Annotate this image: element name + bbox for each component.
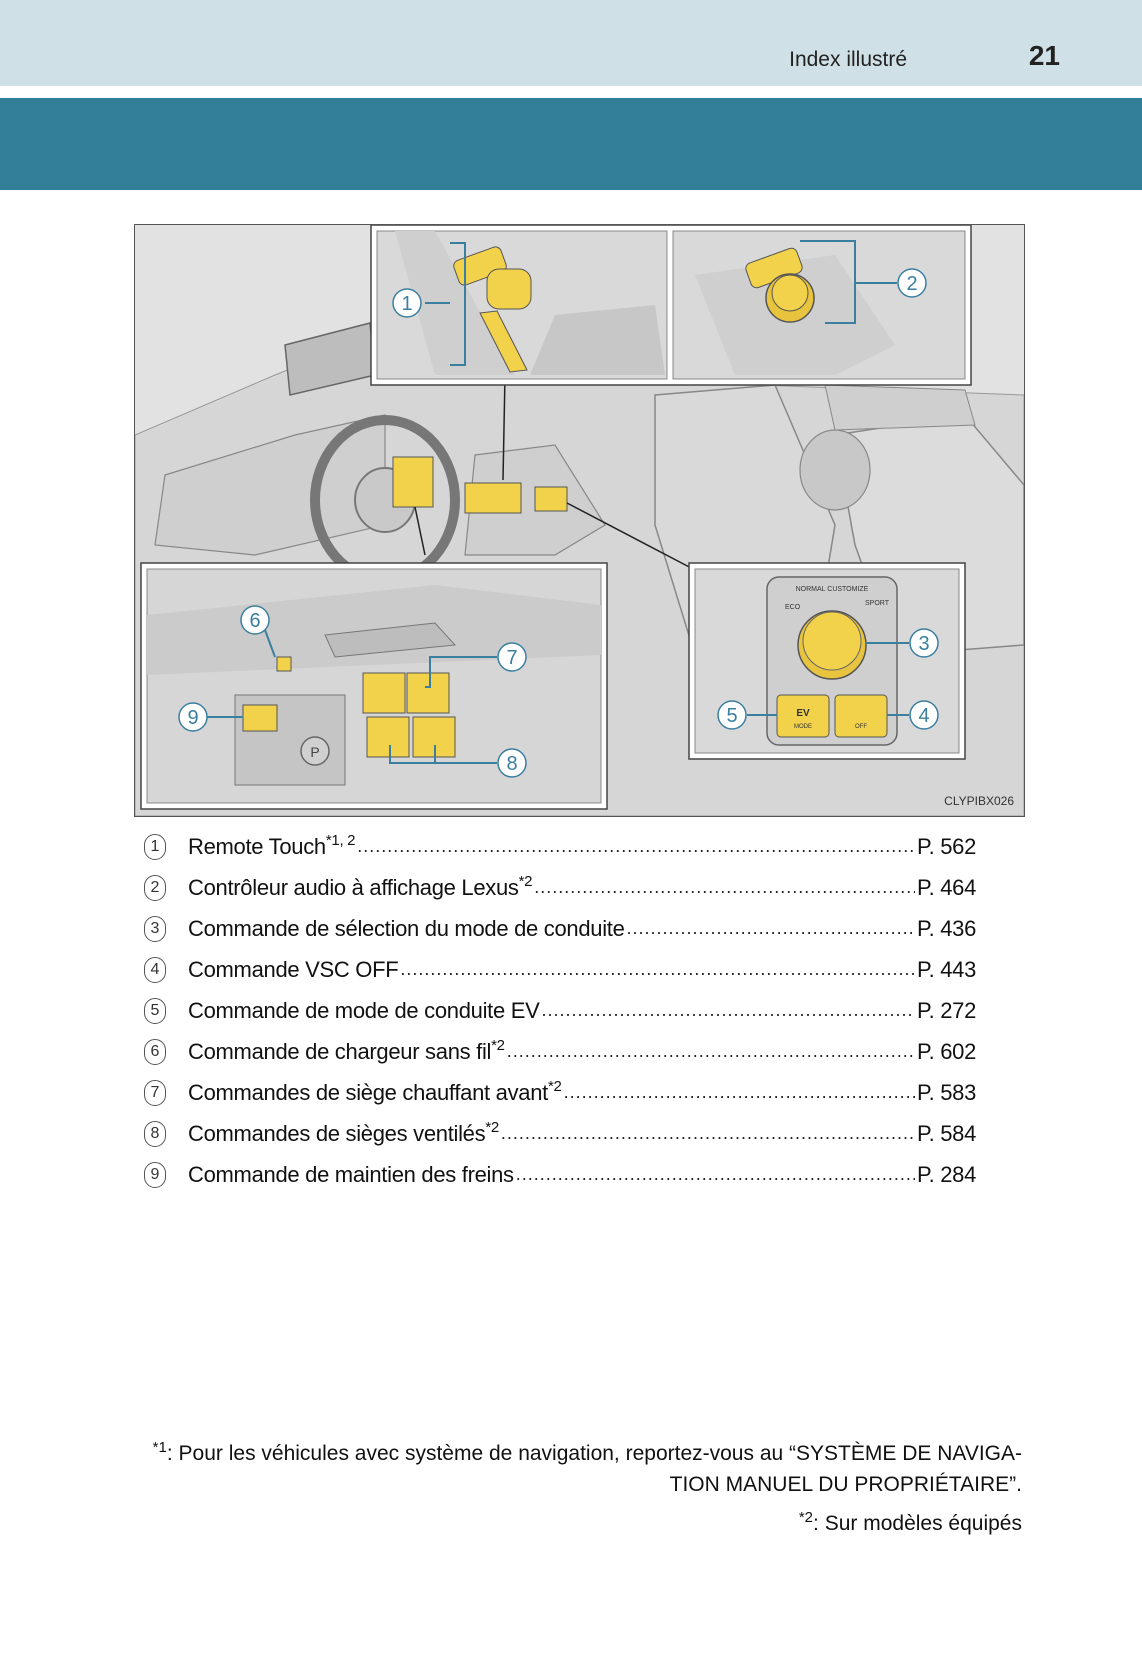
svg-text:P: P (310, 744, 319, 760)
svg-text:5: 5 (726, 705, 737, 727)
leader-dots (564, 1082, 915, 1103)
svg-text:ECO: ECO (785, 604, 801, 611)
page-reference-link[interactable]: P. 443 (917, 956, 976, 982)
svg-text:8: 8 (506, 753, 517, 775)
svg-text:6: 6 (249, 610, 260, 632)
item-label: Commandes de sièges ventilés*2 (188, 1118, 499, 1147)
item-number-badge: 7 (144, 1079, 166, 1106)
item-label-text: Commande de chargeur sans fil (188, 1038, 492, 1064)
item-label: Commande de chargeur sans fil*2 (188, 1036, 505, 1065)
item-label-text: Commande de sélection du mode de conduit… (188, 915, 625, 941)
item-number-badge: 5 (144, 997, 166, 1024)
item-footnote-mark: *2 (518, 872, 533, 890)
index-item: 3 Commande de sélection du mode de condui… (144, 908, 976, 949)
item-label: Commande de maintien des freins (188, 1162, 514, 1188)
footnote-1: *1: Pour les véhicules avec système de n… (122, 1438, 1022, 1500)
section-title: Index illustré (789, 48, 907, 71)
item-footnote-mark: *2 (547, 1077, 562, 1095)
page-reference-link[interactable]: P. 583 (917, 1079, 976, 1105)
item-label-text: Commandes de siège chauffant avant (188, 1079, 548, 1105)
svg-text:MODE: MODE (794, 724, 812, 730)
index-item: 6 Commande de chargeur sans fil*2 P. 602 (144, 1031, 976, 1072)
footnote-1-mark: *1 (152, 1439, 167, 1456)
leader-dots (501, 1123, 915, 1144)
leader-dots (516, 1164, 915, 1185)
leader-dots (357, 836, 915, 857)
leader-dots (627, 918, 915, 939)
svg-text:4: 4 (918, 705, 929, 727)
item-label-text: Commande VSC OFF (188, 956, 399, 982)
item-number-badge: 8 (144, 1120, 166, 1147)
index-list: 1 Remote Touch*1, 2 P. 562 2 Contrôleur audi… (144, 826, 976, 1195)
item-number-badge: 4 (144, 956, 166, 983)
item-label-text: Remote Touch (188, 833, 326, 859)
index-item: 4 Commande VSC OFF P. 443 (144, 949, 976, 990)
item-number-badge: 6 (144, 1038, 166, 1065)
leader-dots (534, 877, 915, 898)
index-item: 8 Commandes de sièges ventilés*2 P. 584 (144, 1113, 976, 1154)
svg-text:7: 7 (506, 647, 517, 669)
svg-text:EV: EV (796, 708, 810, 719)
item-label-text: Commande de mode de conduite EV (188, 997, 540, 1023)
dashboard-illustration: 1 2 6 P 9 7 8 (134, 224, 1025, 817)
leader-dots (507, 1041, 915, 1062)
page-reference-link[interactable]: P. 602 (917, 1038, 976, 1064)
svg-text:9: 9 (187, 707, 198, 729)
item-label: Commande VSC OFF (188, 956, 399, 983)
item-label: Commandes de siège chauffant avant*2 (188, 1077, 562, 1106)
leader-dots (400, 959, 915, 980)
footnote-2-text: : Sur modèles équipés (813, 1512, 1022, 1535)
index-item: 5 Commande de mode de conduite EV P. 272 (144, 990, 976, 1031)
item-number-badge: 3 (144, 915, 166, 942)
item-label-text: Commande de maintien des freins (188, 1161, 514, 1187)
item-label: Contrôleur audio à affichage Lexus*2 (188, 872, 533, 901)
index-item: 9 Commande de maintien des freins P. 284 (144, 1154, 976, 1195)
item-label: Commande de mode de conduite EV (188, 997, 540, 1024)
item-label-text: Contrôleur audio à affichage Lexus (188, 874, 519, 900)
leader-dots (541, 1000, 915, 1021)
item-label-text: Commandes de sièges ventilés (188, 1120, 486, 1146)
index-item: 7 Commandes de siège chauffant avant*2 P. … (144, 1072, 976, 1113)
svg-text:3: 3 (918, 633, 929, 655)
header-color-band (0, 98, 1142, 190)
footnote-2-mark: *2 (798, 1509, 814, 1526)
svg-text:SPORT: SPORT (865, 600, 890, 607)
svg-text:1: 1 (401, 293, 412, 315)
item-number-badge: 9 (144, 1161, 166, 1188)
item-footnote-mark: *2 (485, 1118, 499, 1136)
page-reference-link[interactable]: P. 562 (917, 833, 976, 859)
footnote-1-line1: : Pour les véhicules avec système de nav… (166, 1442, 1022, 1465)
page-reference-link[interactable]: P. 272 (917, 997, 976, 1023)
svg-text:2: 2 (906, 273, 917, 295)
normal-customize-label: NORMAL CUSTOMIZE (796, 586, 869, 593)
item-footnote-mark: *1, 2 (325, 831, 356, 849)
footnote-1-line2: TION MANUEL DU PROPRIÉTAIRE”. (669, 1473, 1022, 1496)
item-number-badge: 1 (144, 833, 166, 860)
header-top-band: Index illustré 21 (0, 0, 1142, 86)
page-number: 21 (1028, 40, 1060, 71)
figure-code: CLYPIBX026 (944, 794, 1014, 808)
item-label: Commande de sélection du mode de conduit… (188, 916, 625, 942)
page-reference-link[interactable]: P. 584 (917, 1120, 976, 1146)
svg-text:OFF: OFF (855, 724, 867, 730)
index-item: 2 Contrôleur audio à affichage Lexus*2 P. … (144, 867, 976, 908)
footnote-2: *2: Sur modèles équipés (122, 1508, 1022, 1539)
item-footnote-mark: *2 (491, 1036, 505, 1054)
footnotes: *1: Pour les véhicules avec système de n… (122, 1438, 1022, 1539)
index-item: 1 Remote Touch*1, 2 P. 562 (144, 826, 976, 867)
page-reference-link[interactable]: P. 436 (917, 915, 976, 941)
page-reference-link[interactable]: P. 464 (917, 874, 976, 900)
page-reference-link[interactable]: P. 284 (917, 1161, 976, 1187)
illustration-svg: 1 2 6 P 9 7 8 (135, 225, 1024, 816)
item-label: Remote Touch*1, 2 (188, 831, 356, 860)
item-number-badge: 2 (144, 874, 166, 901)
